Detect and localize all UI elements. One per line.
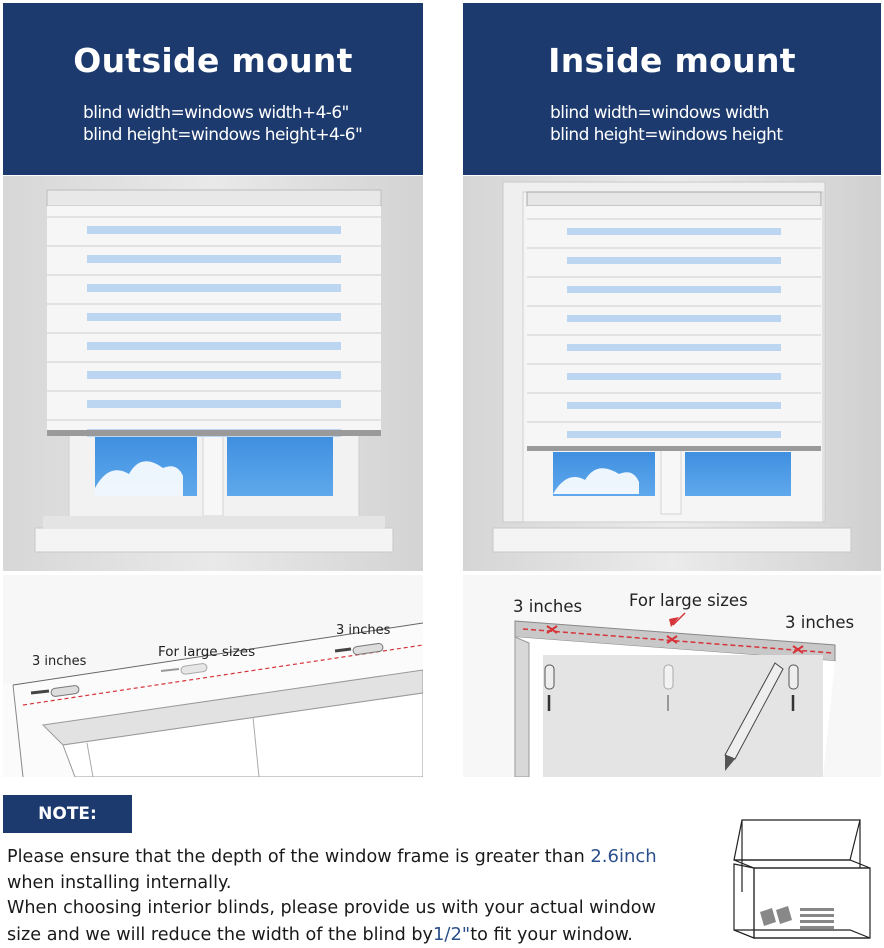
blind-slat-line	[47, 332, 381, 334]
blind-sheer-stripe	[87, 313, 341, 321]
blind-slat-line	[47, 245, 381, 247]
blind-sheer-stripe	[87, 255, 341, 263]
blind-slat-line	[47, 303, 381, 305]
outside-mount-title: Outside mount	[3, 41, 423, 80]
blind-sheer-stripe	[567, 257, 781, 264]
inside-mount-width-rule: blind width=windows width	[550, 102, 769, 124]
outside-mount-width-rule: blind width=windows width+4-6"	[83, 102, 349, 124]
inside-left-label: 3 inches	[513, 597, 582, 616]
blind-sheer-stripe	[87, 400, 341, 408]
inside-mount-photo	[463, 176, 881, 571]
blind-sheer-stripe	[567, 315, 781, 322]
blind-sheer-stripe	[87, 342, 341, 350]
width-reduction-value: 1/2"	[433, 924, 470, 945]
blind-slat-line	[47, 274, 381, 276]
blind-slat-line	[527, 276, 821, 278]
blind-slat-line	[47, 361, 381, 363]
blind-slat-line	[527, 392, 821, 394]
blind-sheer-stripe	[87, 284, 341, 292]
blind-slat-line	[527, 363, 821, 365]
blind-sheer-stripe	[567, 286, 781, 293]
window-depth-box-icon	[724, 812, 874, 942]
blind-slat-line	[527, 218, 821, 220]
outside-mount-diagram: 3 inches For large sizes 3 inches	[3, 575, 423, 777]
blind-slat-line	[47, 419, 381, 421]
inside-mount-header: Inside mount blind width=windows width b…	[463, 3, 881, 175]
blind-sheer-stripe	[567, 228, 781, 235]
outside-right-label: 3 inches	[336, 623, 391, 638]
blind-slat-line	[527, 247, 821, 249]
blind-slat-line	[527, 305, 821, 307]
note-text: Please ensure that the depth of the wind…	[7, 844, 707, 948]
note-line-1: Please ensure that the depth of the wind…	[7, 844, 707, 871]
blind-sheer-stripe	[567, 431, 781, 438]
frame-depth-value: 2.6inch	[590, 846, 656, 867]
inside-right-label: 3 inches	[785, 613, 854, 632]
blind-slat-line	[47, 216, 381, 218]
inside-mount-diagram: 3 inches For large sizes 3 inches	[463, 575, 881, 777]
note-line-4: size and we will reduce the width of the…	[7, 922, 707, 948]
outside-mount-height-rule: blind height=windows height+4-6"	[83, 124, 362, 146]
inside-mount-title: Inside mount	[463, 41, 881, 80]
outside-mount-header: Outside mount blind width=windows width+…	[3, 3, 423, 175]
inside-mount-height-rule: blind height=windows height	[550, 124, 782, 146]
note-line-1-text: Please ensure that the depth of the wind…	[7, 847, 590, 867]
outside-center-label: For large sizes	[158, 644, 255, 660]
blind-sheer-stripe	[87, 371, 341, 379]
note-line-2: when installing internally.	[7, 871, 707, 897]
blind-sheer-stripe	[567, 402, 781, 409]
blind-sheer-stripe	[87, 226, 341, 234]
outside-left-label: 3 inches	[32, 654, 87, 669]
note-line-4-text: size and we will reduce the width of the…	[7, 925, 433, 945]
blind-sheer-stripe	[567, 344, 781, 351]
blind-slat-line	[527, 421, 821, 423]
blind-slat-line	[47, 390, 381, 392]
inside-center-label: For large sizes	[629, 591, 748, 610]
blind-slat-line	[527, 334, 821, 336]
blind-sheer-stripe	[567, 373, 781, 380]
outside-mount-photo	[3, 176, 423, 571]
note-badge: NOTE:	[3, 795, 132, 833]
note-line-3: When choosing interior blinds, please pr…	[7, 896, 707, 922]
note-line-4-suffix: to fit your window.	[470, 925, 633, 945]
